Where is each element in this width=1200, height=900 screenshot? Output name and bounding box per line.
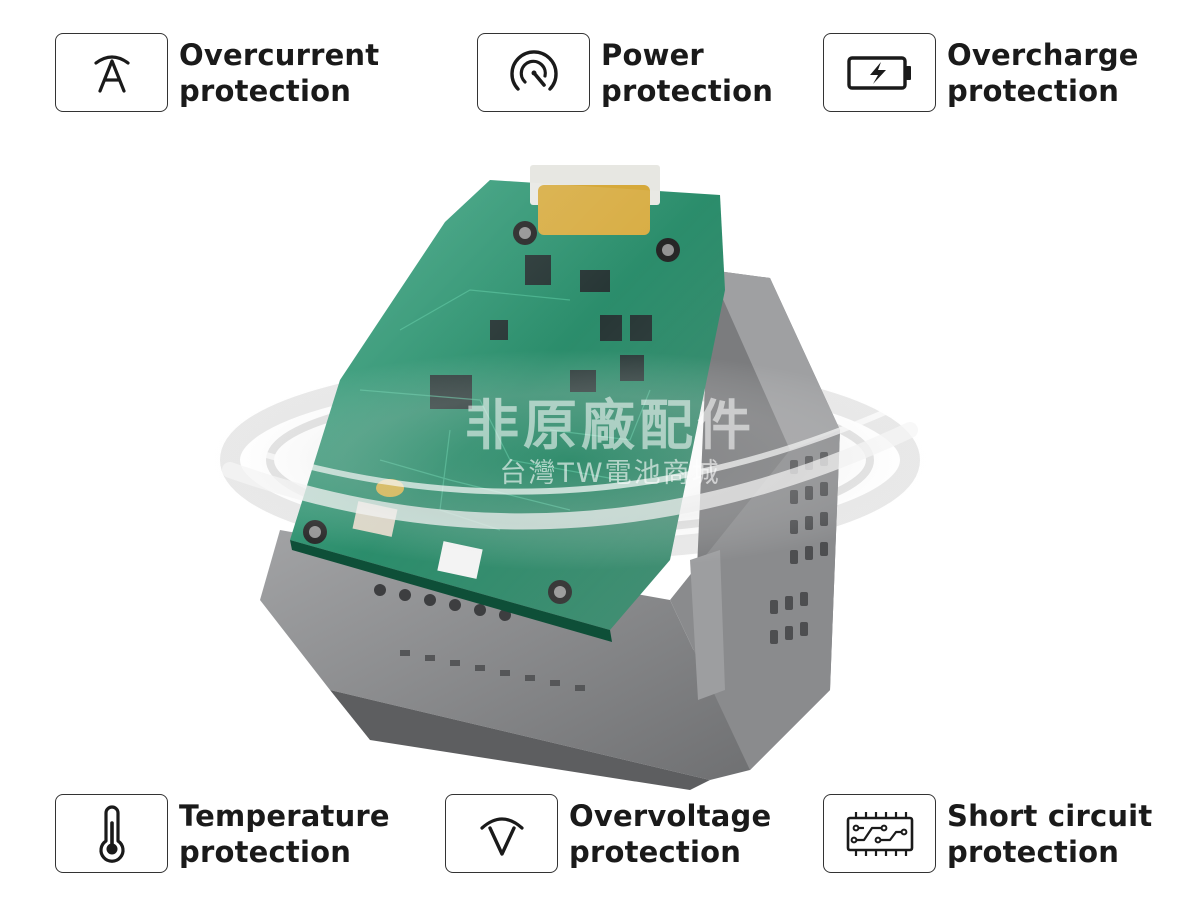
feature-label: Short circuit protection <box>947 798 1153 869</box>
gauge-icon <box>477 33 590 112</box>
feature-label: Overcharge protection <box>947 37 1139 108</box>
circuit-chip-icon <box>823 794 936 873</box>
feature-temperature: Temperature protection <box>55 794 390 873</box>
battery-bolt-icon <box>823 33 936 112</box>
volt-icon <box>445 794 558 873</box>
feature-overvoltage: Overvoltage protection <box>445 794 771 873</box>
feature-label: Power protection <box>601 37 774 108</box>
feature-label: Overcurrent protection <box>179 37 380 108</box>
feature-overcharge: Overcharge protection <box>823 33 1139 112</box>
feature-overcurrent: Overcurrent protection <box>55 33 379 112</box>
feature-power: Power protection <box>477 33 773 112</box>
feature-short-circuit: Short circuit protection <box>823 794 1152 873</box>
thermometer-icon <box>55 794 168 873</box>
battery-bms-board-image <box>190 165 950 790</box>
feature-label: Overvoltage protection <box>569 798 772 869</box>
feature-label: Temperature protection <box>179 798 390 869</box>
ampere-icon <box>55 33 168 112</box>
